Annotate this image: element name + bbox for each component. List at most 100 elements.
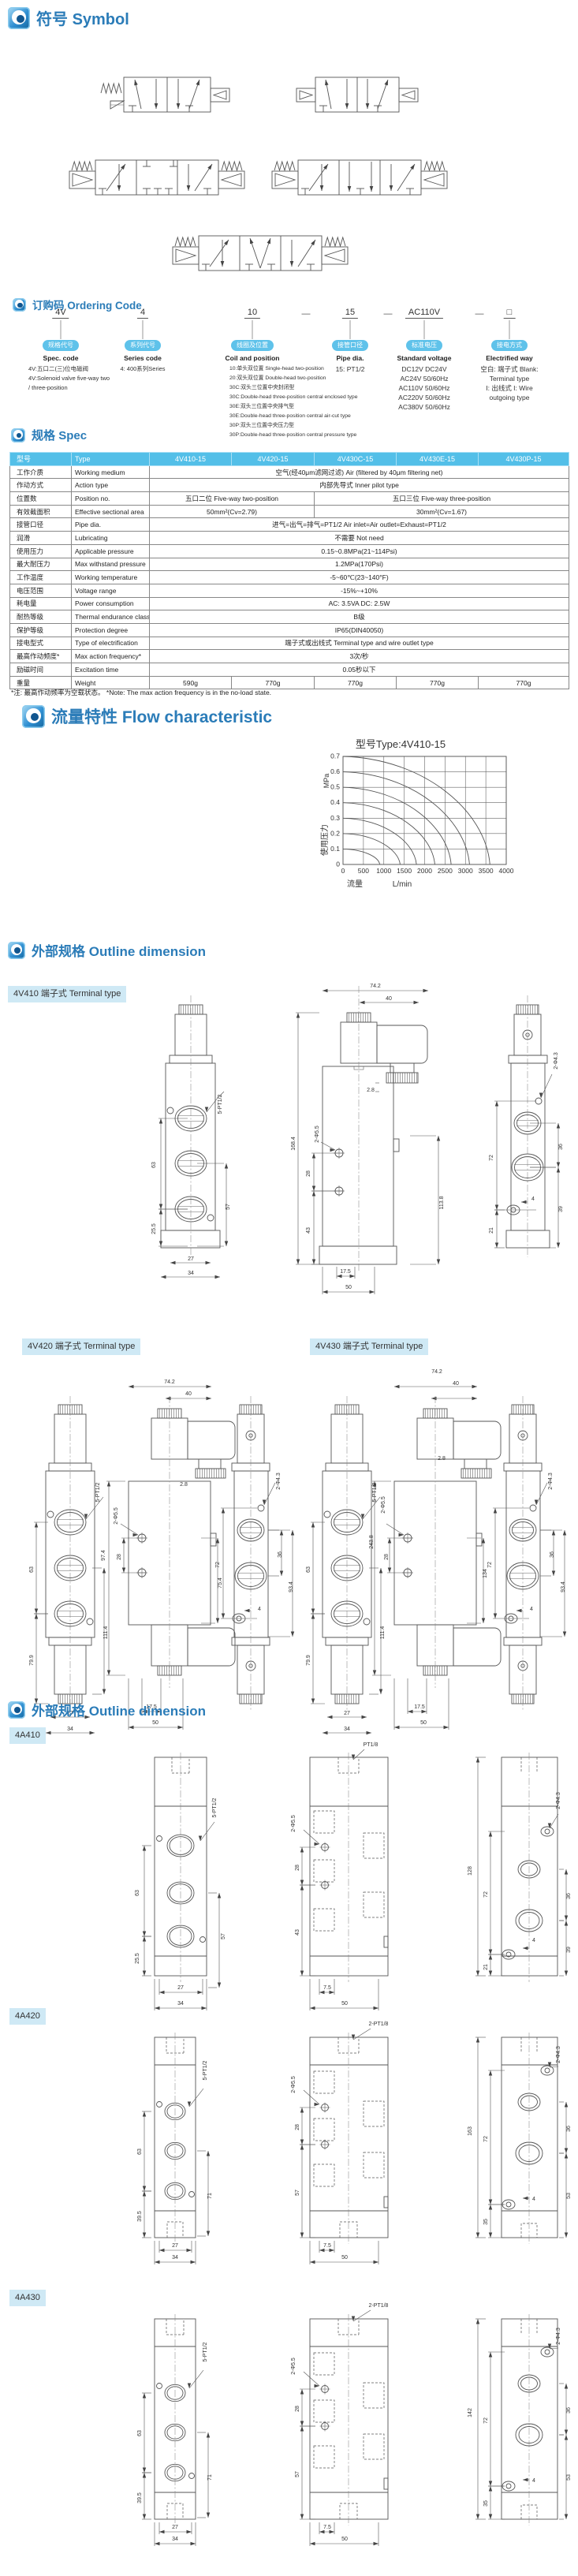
dim-label: 142: [468, 2408, 473, 2417]
dim-label: 2-Φ4.3: [556, 2328, 561, 2345]
drawing-4a410: 5-PT1/26325.5572734PT1/82-Φ5.528437.5502…: [135, 1742, 572, 2010]
dim-label: 35: [483, 2500, 489, 2507]
dim-label: 27: [67, 1711, 73, 1716]
dim-label: 2-Φ4.3: [556, 1792, 561, 1809]
brand-icon: [11, 427, 25, 442]
spec-row-label-zh: 润滑: [9, 531, 72, 545]
x-tick: 2500: [438, 867, 453, 875]
spec-cell: 端子式或出线式 Terminal type and wire outlet ty…: [149, 636, 569, 651]
ordering-code-value: 10: [244, 308, 261, 319]
dim-label: 63: [151, 1162, 157, 1168]
spec-row-label-en: Power consumption: [71, 596, 150, 611]
chart-x-label: 流量: [347, 879, 363, 889]
spec-cell: B级: [149, 610, 569, 624]
drawing-4a420: 5-PT1/26339.57127342-PT1/82-Φ5.528577.55…: [137, 2022, 572, 2264]
spec-header-cell: Type: [71, 452, 150, 466]
spec-row-label-zh: 作动方式: [9, 478, 72, 493]
dim-label: 243.8: [369, 1535, 375, 1549]
y-tick: 0.4: [330, 798, 340, 806]
chart-y-unit: MPa: [323, 774, 330, 789]
dim-label: 7.5: [323, 1985, 331, 1991]
spec-cell: -15%~+10%: [149, 583, 569, 598]
spec-row-label-en: Applicable pressure: [71, 543, 150, 558]
dim-label: 93.4: [289, 1581, 294, 1592]
spec-row-label-en: Thermal endurance class: [71, 610, 150, 624]
section-title-en: Symbol: [72, 11, 129, 28]
spec-row-label-en: Max withstand pressure: [71, 557, 150, 572]
section-header-ordering: 订购码 Ordering Code: [13, 297, 142, 312]
dim-label: 43: [295, 1929, 300, 1936]
dim-label: 28: [295, 1865, 300, 1871]
spec-row-label-zh: 工作介质: [9, 465, 72, 480]
dim-label: 34: [67, 1727, 73, 1732]
dim-label: 72: [489, 1155, 494, 1161]
dim-label: 57: [226, 1204, 231, 1210]
spec-row-label-en: Lubricating: [71, 531, 150, 545]
section-header-flow: 流量特性 Flow characteristic: [22, 704, 272, 728]
dim-label: 2-Φ5.5: [291, 1815, 296, 1832]
dim-label: 63: [135, 1890, 140, 1896]
ordering-separator: —: [475, 309, 484, 319]
dim-label: 163: [468, 2126, 473, 2136]
spec-cell: 五口二位 Five-way two-position: [149, 491, 315, 506]
spec-footnote: *注: 最高作动频率为空载状态。 *Note: The max action f…: [11, 689, 272, 696]
dim-label: 4: [530, 1607, 533, 1612]
y-tick: 0.1: [330, 845, 340, 853]
dim-label: 111.4: [380, 1626, 386, 1640]
dim-label: 34: [172, 2537, 178, 2542]
spec-header-cell: 4V420-15: [231, 452, 315, 466]
ordering-label: Pipe dia.: [336, 354, 364, 362]
spec-cell: 1.2MPa(170Psi): [149, 557, 569, 572]
spec-row-label-en: Voltage range: [71, 583, 150, 598]
section-header-spec: 规格 Spec: [11, 427, 87, 443]
dim-label: 35: [483, 2219, 489, 2225]
spec-row-label-en: Action type: [71, 478, 150, 493]
ordering-detail: 15: PT1/2: [335, 365, 365, 373]
dim-label: 50: [152, 1720, 158, 1726]
spec-header-cell: 4V430E-15: [396, 452, 479, 466]
dim-label: 74.2: [164, 1379, 175, 1385]
dim-label: 5-PT1/2: [372, 1482, 378, 1502]
ordering-pill: 标准电压: [406, 340, 442, 351]
spec-row-label-en: Working temperature: [71, 570, 150, 584]
spec-cell: -5~60℃(23~140°F): [149, 570, 569, 584]
dim-label: 28: [295, 2406, 300, 2412]
dim-label: 74.2: [431, 1369, 442, 1375]
dim-label: 72: [215, 1562, 221, 1568]
spec-cell: AC: 3.5VA DC: 2.5W: [149, 596, 569, 611]
spec-row-label-en: Working medium: [71, 465, 150, 480]
spec-row-label-zh: 接电型式: [9, 636, 72, 651]
dim-label: 25.5: [151, 1223, 157, 1234]
dim-label: 2-Φ5.5: [291, 2358, 296, 2375]
dim-label: 43: [306, 1227, 311, 1234]
y-tick: 0.2: [330, 829, 340, 837]
ordering-code-value: AC110V: [405, 308, 444, 319]
dim-label: 2.8: [180, 1482, 188, 1488]
dim-label: 36: [278, 1551, 283, 1558]
dim-label: 53: [566, 2193, 572, 2199]
x-tick: 1500: [397, 867, 412, 875]
spec-cell: 进气=出气=排气=PT1/2 Air inlet=Air outlet=Exha…: [149, 517, 569, 532]
dim-label: 28: [306, 1170, 311, 1177]
dim-label: 34: [177, 2001, 184, 2007]
drawing-4v430: 6379.9111.45-PT1/2273474.2402.8243.82-Φ5…: [306, 1369, 567, 1735]
section-header-symbol: 符号 Symbol: [8, 6, 129, 29]
dim-label: 27: [172, 2525, 178, 2530]
spec-cell: 空气(经40μm滤网过滤) Air (filtered by 40μm filt…: [149, 465, 569, 480]
dim-label: 28: [384, 1554, 390, 1560]
dim-label: 39: [566, 1947, 572, 1953]
dim-label: 57: [295, 2190, 300, 2196]
x-tick: 1000: [376, 867, 391, 875]
dim-label: 2-Φ5.5: [114, 1507, 119, 1525]
ordering-label: Standard voltage: [397, 354, 452, 362]
spec-row-label-zh: 保护等级: [9, 622, 72, 637]
dim-label: 7.5: [323, 2525, 331, 2530]
dim-label: 128: [468, 1866, 473, 1876]
drawing-4a430: 5-PT1/26339.57127342-PT1/82-Φ5.528577.55…: [137, 2303, 572, 2546]
y-tick: 0: [336, 861, 340, 868]
